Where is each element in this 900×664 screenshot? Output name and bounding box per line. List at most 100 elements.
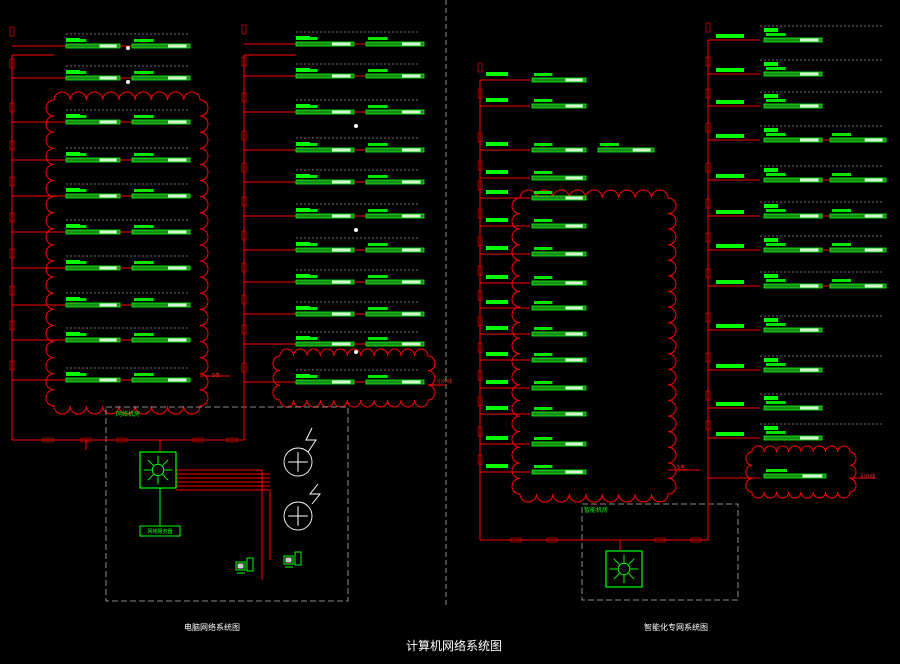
screen xyxy=(237,563,244,569)
cable-tag xyxy=(477,160,483,171)
outlet-port xyxy=(632,148,651,152)
outlet-bar xyxy=(763,473,827,479)
left-cable-label: 5类 xyxy=(212,372,220,379)
outlet-bar xyxy=(295,247,355,253)
outlet-tag xyxy=(534,247,553,250)
outlet-strip xyxy=(365,375,425,385)
cable-tag xyxy=(192,437,204,443)
switch-frame xyxy=(605,550,643,588)
outlet-port xyxy=(401,248,421,252)
outlet-tag xyxy=(368,243,388,246)
outlet-port xyxy=(802,474,823,478)
outlet-tag xyxy=(298,209,318,212)
cable-tag xyxy=(241,262,247,273)
floor-tag xyxy=(764,426,778,430)
switch-icon xyxy=(139,451,177,489)
left-exit-label: 引外线 xyxy=(437,378,452,385)
outlet-bar xyxy=(531,223,587,229)
outlet-strip xyxy=(829,209,887,219)
outlet-bar xyxy=(295,179,355,185)
outlet-bar xyxy=(829,177,887,183)
cable-tag xyxy=(705,56,711,67)
outlet-port xyxy=(99,44,117,48)
outlet-port xyxy=(99,120,117,124)
outlet-bar xyxy=(365,247,425,253)
outlet-strip xyxy=(295,37,355,47)
outlet-port xyxy=(799,406,819,410)
outlet-strip xyxy=(365,243,425,253)
outlet-port xyxy=(565,306,583,310)
outlet-port xyxy=(565,104,583,108)
outlet-port xyxy=(401,280,421,284)
outlet-bar xyxy=(131,337,191,343)
right-machine-room xyxy=(581,503,739,601)
outlet-port xyxy=(565,412,583,416)
outlet-tag xyxy=(368,307,388,310)
outlet-strip xyxy=(763,209,823,219)
floor-tag xyxy=(764,204,778,208)
cable-tag xyxy=(9,212,15,223)
cable-tag xyxy=(477,426,483,437)
outlet-port xyxy=(799,178,819,182)
outlet-strip xyxy=(763,67,823,77)
cable-tag xyxy=(477,316,483,327)
computer-icon xyxy=(283,551,302,568)
server-label: 网络服务器 xyxy=(147,528,172,535)
outlet-port xyxy=(167,44,187,48)
outlet-strip xyxy=(531,73,587,83)
outlet-strip xyxy=(295,209,355,219)
outlet-strip xyxy=(131,261,191,271)
floor-tag xyxy=(764,238,778,242)
outlet-bar xyxy=(763,405,823,411)
outlet-strip xyxy=(131,39,191,49)
floor-tag xyxy=(764,28,778,32)
outlet-strip xyxy=(365,307,425,317)
outlet-strip xyxy=(763,401,823,411)
outlet-bar xyxy=(531,103,587,109)
outlet-bar xyxy=(65,157,121,163)
floor-tag xyxy=(486,300,508,304)
outlet-port xyxy=(331,180,351,184)
right-exit-label: 引外线 xyxy=(860,473,875,480)
outlet-port xyxy=(99,266,117,270)
floor-tag xyxy=(764,94,778,98)
cable-tag xyxy=(477,88,483,99)
cable-tag xyxy=(477,236,483,247)
outlet-strip xyxy=(65,71,121,81)
outlet-strip xyxy=(531,191,587,201)
outlet-tag xyxy=(534,437,553,440)
cable-tag xyxy=(705,198,711,209)
outlet-strip xyxy=(65,153,121,163)
outlet-bar xyxy=(365,213,425,219)
outlet-port xyxy=(799,328,819,332)
outlet-port xyxy=(401,380,421,384)
outlet-strip xyxy=(763,133,823,143)
outlet-tag xyxy=(298,175,318,178)
outlet-bar xyxy=(65,75,121,81)
server-box xyxy=(139,525,181,537)
outlet-port xyxy=(401,342,421,346)
outlet-port xyxy=(401,180,421,184)
floor-tag xyxy=(486,246,508,250)
cable-tag xyxy=(705,420,711,431)
outlet-bar xyxy=(65,193,121,199)
outlet-tag xyxy=(68,39,87,42)
outlet-bar xyxy=(763,327,823,333)
computer-icon xyxy=(235,557,254,574)
outlet-port xyxy=(799,104,819,108)
outlet-bar xyxy=(131,157,191,163)
switch-hub xyxy=(151,463,165,477)
outlet-bar xyxy=(295,279,355,285)
floor-tag xyxy=(486,436,508,440)
left-cloud-a xyxy=(45,91,209,415)
switch-spoke xyxy=(162,474,169,481)
outlet-strip xyxy=(763,363,823,373)
outlet-tag xyxy=(134,333,154,336)
right-cloud-b xyxy=(745,445,857,499)
outlet-bar xyxy=(763,367,823,373)
floor-tag xyxy=(716,34,744,38)
outlet-port xyxy=(331,214,351,218)
outlet-strip xyxy=(131,189,191,199)
cable-tag xyxy=(241,162,247,173)
outlet-bar xyxy=(295,109,355,115)
